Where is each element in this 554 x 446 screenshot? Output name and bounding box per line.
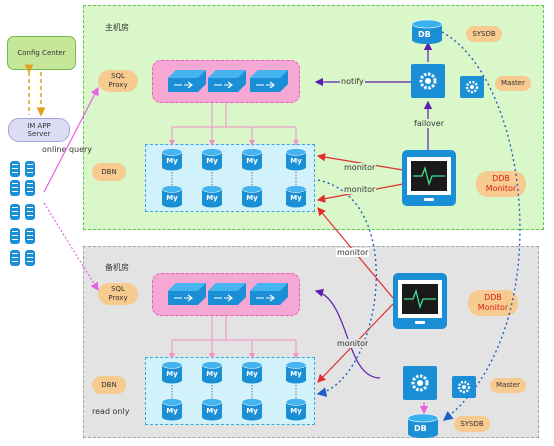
main-sysdb-icon (411, 19, 443, 44)
backup-master-small-gear-icon (452, 376, 476, 398)
monitor-label-2: monitor (343, 185, 377, 194)
backup-notify-arrow (314, 288, 381, 379)
main-master-small-gear-icon (460, 76, 484, 98)
main-dbn-mysql-node-icon: My (161, 148, 183, 171)
sysdb-replication-path (441, 31, 521, 421)
backup-master-gear-icon (403, 366, 437, 400)
app-server-icon (10, 228, 20, 244)
svg-text:My: My (246, 370, 258, 378)
svg-text:My: My (206, 407, 218, 415)
main-dbn-mysql-node-icon: My (285, 185, 307, 208)
svg-text:My: My (246, 194, 258, 202)
monitor-label-1: monitor (343, 163, 377, 172)
app-server-icon (10, 180, 20, 196)
backup-room-title: 备机房 (105, 263, 129, 272)
backup-sql-proxy-label: SQL Proxy (98, 283, 138, 305)
backup-ddb-monitor-label: DDB Monitor (468, 290, 518, 316)
backup-proxy-switch-icon (250, 283, 288, 305)
main-proxy-switch-icon (168, 70, 206, 92)
backup-dbn-mysql-node-icon: My (285, 361, 307, 384)
backup-dbn-mysql-node-icon: My (201, 361, 223, 384)
main-dbn-mysql-node-icon: My (241, 185, 263, 208)
main-room-title: 主机房 (105, 23, 129, 32)
main-proxy-switch-icon (250, 70, 288, 92)
failover-label: failover (413, 119, 446, 128)
config-center-node: Config Center (7, 36, 76, 70)
app-server-icon (10, 250, 20, 266)
svg-text:My: My (166, 407, 178, 415)
main-sql-proxy-label: SQL Proxy (98, 70, 138, 92)
backup-dbn-label: DBN (92, 376, 126, 394)
backup-dbn-mysql-node-icon: My (161, 398, 183, 421)
main-dbn-mysql-node-icon: My (241, 148, 263, 171)
monitor-label-4: monitor (336, 339, 370, 348)
main-db-label: DB (418, 30, 431, 39)
backup-ddb-monitor-icon (393, 273, 447, 329)
svg-text:My: My (206, 194, 218, 202)
online-query-arrow (43, 86, 99, 193)
svg-text:My: My (290, 194, 302, 202)
main-master-gear-icon (411, 64, 445, 98)
backup-sysdb-label: SYSDB (454, 416, 490, 432)
backup-query-arrow (43, 202, 99, 292)
svg-text:My: My (290, 407, 302, 415)
main-dbn-mysql-node-icon: My (161, 185, 183, 208)
app-server-icon (25, 228, 35, 244)
backup-master-label: Master (490, 378, 526, 393)
main-sysdb-label: SYSDB (466, 26, 502, 42)
app-server-icon (25, 180, 35, 196)
main-master-label: Master (495, 76, 531, 91)
svg-text:My: My (206, 157, 218, 165)
online-query-label: online query (42, 145, 93, 154)
dbn-replication-path (316, 179, 377, 397)
app-server-icon (25, 204, 35, 220)
app-server-icon (10, 161, 20, 177)
backup-dbn-mysql-node-icon: My (285, 398, 307, 421)
monitor-label-3: monitor (336, 248, 370, 257)
svg-text:My: My (206, 370, 218, 378)
main-dbn-mysql-node-icon: My (201, 148, 223, 171)
main-proxy-switch-icon (208, 70, 246, 92)
svg-text:My: My (246, 407, 258, 415)
svg-text:My: My (166, 194, 178, 202)
backup-proxy-to-dbn-links (169, 316, 299, 359)
main-proxy-to-dbn-links (169, 103, 299, 146)
backup-proxy-switch-icon (208, 283, 246, 305)
backup-dbn-mysql-node-icon: My (201, 398, 223, 421)
app-server-icon (25, 161, 35, 177)
main-dbn-label: DBN (92, 163, 126, 181)
main-dbn-mysql-node-icon: My (285, 148, 307, 171)
app-server-icon (25, 250, 35, 266)
svg-text:My: My (290, 370, 302, 378)
backup-sysdb-icon (407, 413, 439, 438)
main-ddb-monitor-icon (402, 150, 456, 206)
svg-text:My: My (166, 157, 178, 165)
backup-dbn-mysql-node-icon: My (241, 361, 263, 384)
backup-db-label: DB (414, 424, 427, 433)
read-only-label: read only (92, 407, 130, 416)
main-dbn-mysql-node-icon: My (201, 185, 223, 208)
im-app-server-node: IM APP Server (8, 118, 70, 142)
backup-proxy-switch-icon (168, 283, 206, 305)
svg-text:My: My (166, 370, 178, 378)
backup-dbn-mysql-node-icon: My (241, 398, 263, 421)
notify-label: notify (340, 77, 365, 86)
backup-dbn-mysql-node-icon: My (161, 361, 183, 384)
app-server-icon (10, 204, 20, 220)
svg-text:My: My (246, 157, 258, 165)
svg-text:My: My (290, 157, 302, 165)
